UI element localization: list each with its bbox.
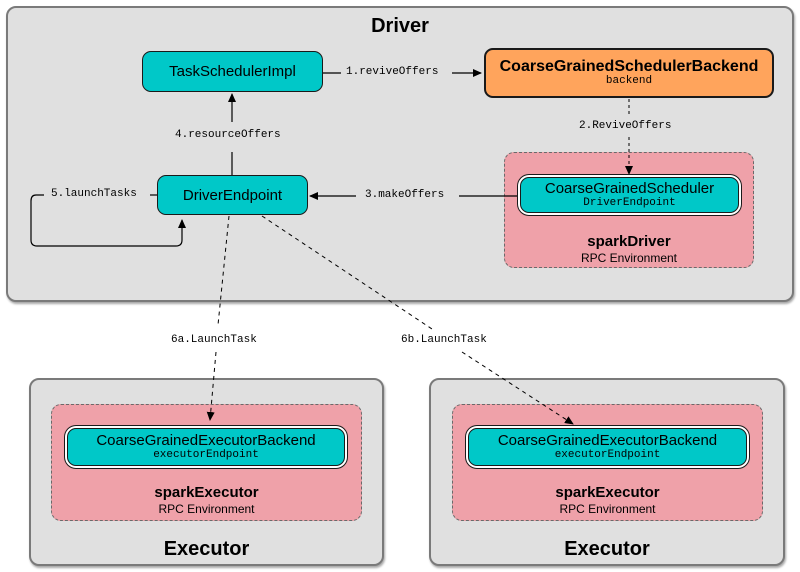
node-coarse-grained-scheduler-backend[interactable]: CoarseGrainedSchedulerBackend backend xyxy=(484,48,774,98)
executor-a-title: Executor xyxy=(163,538,250,560)
executor-backend-b-title: CoarseGrainedExecutorBackend xyxy=(497,432,718,449)
executor-backend-b-subtitle: executorEndpoint xyxy=(554,449,661,461)
driver-endpoint-title: DriverEndpoint xyxy=(182,186,283,204)
driver-title: Driver xyxy=(371,15,429,37)
node-executor-backend-a[interactable]: CoarseGrainedExecutorBackend executorEnd… xyxy=(67,428,345,466)
coarse-grained-scheduler-title: CoarseGrainedScheduler xyxy=(544,180,715,197)
node-coarse-grained-scheduler[interactable]: CoarseGrainedScheduler DriverEndpoint xyxy=(520,177,739,213)
coarse-grained-scheduler-subtitle: DriverEndpoint xyxy=(583,197,676,209)
label-revive-offers: 1.reviveOffers xyxy=(346,66,439,78)
scheduler-backend-title: CoarseGrainedSchedulerBackend xyxy=(499,58,759,75)
label-launch-task-a: 6a.LaunchTask xyxy=(171,334,257,346)
node-driver-endpoint[interactable]: DriverEndpoint xyxy=(157,175,308,215)
executor-backend-a-subtitle: executorEndpoint xyxy=(153,449,259,461)
spark-executor-a-name: sparkExecutor xyxy=(154,484,259,501)
spark-executor-b-subtitle: RPC Environment xyxy=(559,502,656,516)
executor-b-title: Executor xyxy=(564,538,650,560)
spark-executor-b-name: sparkExecutor xyxy=(555,484,660,501)
node-task-scheduler-impl[interactable]: TaskSchedulerImpl xyxy=(142,51,323,92)
label-revive-offers-msg: 2.ReviveOffers xyxy=(579,120,672,132)
scheduler-backend-subtitle: backend xyxy=(605,75,653,87)
label-launch-tasks: 5.launchTasks xyxy=(51,188,137,200)
node-executor-backend-b[interactable]: CoarseGrainedExecutorBackend executorEnd… xyxy=(468,428,747,466)
label-resource-offers: 4.resourceOffers xyxy=(175,129,281,141)
spark-driver-subtitle: RPC Environment xyxy=(580,251,678,265)
task-scheduler-impl-title: TaskSchedulerImpl xyxy=(169,63,296,80)
spark-driver-name: sparkDriver xyxy=(587,233,671,250)
label-launch-task-b: 6b.LaunchTask xyxy=(401,334,487,346)
label-make-offers: 3.makeOffers xyxy=(365,189,445,201)
executor-backend-a-title: CoarseGrainedExecutorBackend xyxy=(96,432,316,449)
spark-executor-a-subtitle: RPC Environment xyxy=(158,502,255,516)
